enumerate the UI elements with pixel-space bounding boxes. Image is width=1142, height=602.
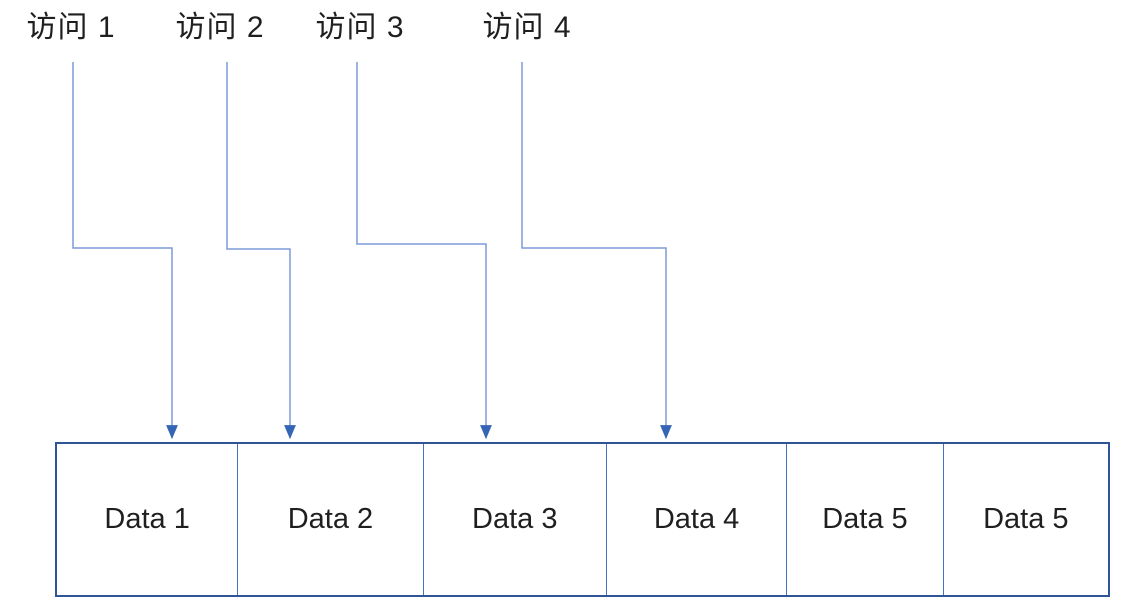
memory-cell-label: Data 2 [287,503,374,535]
access-label-2: 访问 2 [175,11,265,44]
memory-cell-4: Data 4 [607,444,788,595]
access-connector-1 [72,62,178,440]
memory-array: Data 1 Data 2 Data 3 Data 4 Data 5 Data 5 [55,442,1110,597]
memory-cell-label: Data 4 [653,503,740,535]
access-label-3: 访问 3 [315,11,405,44]
memory-cell-label: Data 5 [983,503,1069,535]
access-connector-3 [356,62,492,440]
access-connector-2 [226,62,296,440]
access-connector-4 [521,62,672,440]
memory-cell-6: Data 5 [944,444,1108,595]
memory-cell-5: Data 5 [787,444,944,595]
memory-cell-label: Data 3 [472,503,558,535]
access-label-1: 访问 1 [26,11,116,44]
memory-cell-label: Data 5 [822,503,908,535]
memory-cell-1: Data 1 [57,444,239,595]
memory-cell-label: Data 1 [104,503,190,535]
memory-cell-2: Data 2 [238,444,424,595]
memory-cell-3: Data 3 [424,444,607,595]
access-label-4: 访问 4 [482,11,572,44]
